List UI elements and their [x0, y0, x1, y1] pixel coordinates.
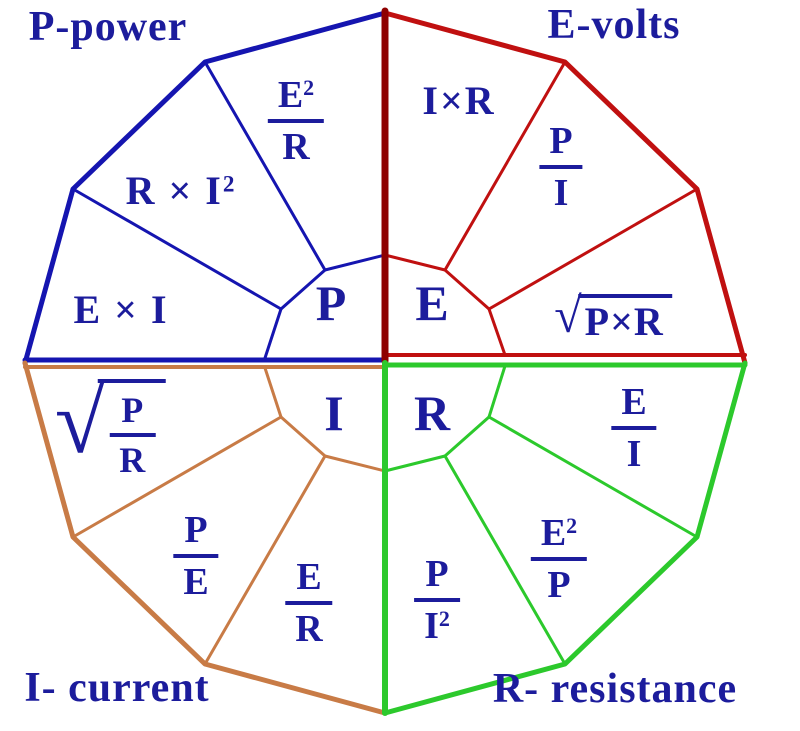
current-quadrant-outer-edge: [22, 360, 388, 716]
radical-sign: √: [54, 370, 106, 472]
formula-base: I×R: [422, 78, 496, 123]
fraction: E2 R: [267, 75, 325, 168]
fraction-bar: [285, 601, 333, 605]
fraction: E I: [611, 381, 657, 475]
formula-r-times-i-squared: R × I2: [126, 171, 235, 211]
volts-divider-2: [487, 187, 699, 311]
numerator-base: E: [540, 512, 567, 554]
power-quadrant-label: P-power: [28, 4, 188, 50]
current-quadrant-label: I- current: [24, 665, 210, 711]
formula-e-over-r: E R: [285, 556, 333, 650]
formula-e-over-i: E I: [611, 381, 657, 475]
denominator-base: I: [424, 605, 439, 647]
fraction-denominator: R: [282, 126, 310, 168]
power-center-cell-border: [263, 253, 387, 360]
radicand: P R: [97, 379, 166, 480]
fraction-bar: [267, 119, 325, 123]
fraction-numerator: E: [621, 381, 647, 423]
fraction-bar: [530, 557, 588, 561]
resistance-center-cell-border: [383, 364, 507, 473]
fraction-bar: [109, 433, 156, 437]
power-divider-1: [71, 187, 283, 311]
fraction: P R: [109, 390, 156, 480]
fraction-denominator: R: [119, 440, 146, 480]
power-center-letter: P: [315, 275, 347, 331]
formula-sqrt-p-times-r: √ P×R: [554, 287, 672, 343]
resistance-quadrant-label: R- resistance: [492, 666, 738, 712]
numerator-exponent: 2: [566, 512, 578, 538]
power-divider-2: [203, 60, 327, 272]
fraction-denominator: I2: [414, 606, 460, 646]
fraction-numerator: P: [121, 390, 144, 430]
volts-center-letter: E: [415, 275, 449, 331]
formula-e-squared-over-r: E2 R: [267, 75, 325, 168]
fraction-numerator: P: [184, 509, 208, 551]
formula-e-squared-over-p: E2 P: [530, 513, 588, 606]
fraction: P I2: [414, 554, 460, 646]
square-root: √ P×R: [554, 287, 672, 343]
fraction-denominator: I: [626, 433, 642, 475]
formula-i-times-r: I×R: [422, 81, 495, 121]
fraction-numerator: P: [549, 120, 573, 162]
fraction: E R: [285, 556, 333, 650]
resistance-quadrant-outer-edge: [382, 360, 748, 716]
formula-base: R × I: [125, 168, 223, 213]
resistance-center-letter: R: [413, 385, 451, 441]
radical-sign: √: [554, 287, 583, 343]
fraction-bar: [414, 598, 460, 602]
volts-quadrant-label: E-volts: [547, 2, 681, 48]
formula-exponent: 2: [222, 171, 235, 198]
current-divider-1: [71, 415, 283, 539]
power-quadrant-outer-edge: [22, 10, 388, 366]
fraction-denominator: R: [295, 608, 323, 650]
fraction-bar: [611, 426, 657, 430]
numerator-base: E: [277, 74, 304, 116]
fraction-numerator: E: [296, 556, 322, 598]
fraction-numerator: P: [425, 553, 449, 595]
fraction: P E: [173, 509, 219, 603]
square-root: √ P R: [54, 370, 166, 480]
current-center-cell-border: [263, 366, 387, 473]
fraction: P I: [539, 120, 583, 214]
radicand: P×R: [578, 294, 672, 342]
current-center-letter: I: [324, 385, 344, 441]
formula-p-over-i-squared: P I2: [414, 554, 460, 646]
resistance-divider-1: [487, 415, 699, 539]
fraction-denominator: E: [183, 561, 209, 603]
current-divider-2: [203, 454, 327, 666]
denominator-exponent: 2: [438, 605, 450, 631]
numerator-exponent: 2: [303, 74, 315, 100]
fraction-bar: [539, 165, 583, 169]
volts-divider-1: [443, 60, 567, 272]
formula-base: E × I: [73, 287, 169, 332]
fraction-denominator: P: [547, 564, 571, 606]
formula-e-times-i: E × I: [73, 290, 168, 330]
fraction-numerator: E2: [531, 513, 587, 553]
formula-p-over-i: P I: [539, 120, 583, 214]
volts-center-cell-border: [383, 253, 507, 357]
formula-sqrt-p-over-r: √ P R: [54, 370, 166, 480]
fraction-denominator: I: [553, 172, 569, 214]
volts-quadrant-outer-edge: [382, 10, 748, 366]
formula-p-over-e: P E: [173, 509, 219, 603]
resistance-divider-2: [443, 454, 567, 666]
fraction-numerator: E2: [268, 75, 324, 115]
fraction: E2 P: [530, 513, 588, 606]
fraction-bar: [173, 554, 219, 558]
